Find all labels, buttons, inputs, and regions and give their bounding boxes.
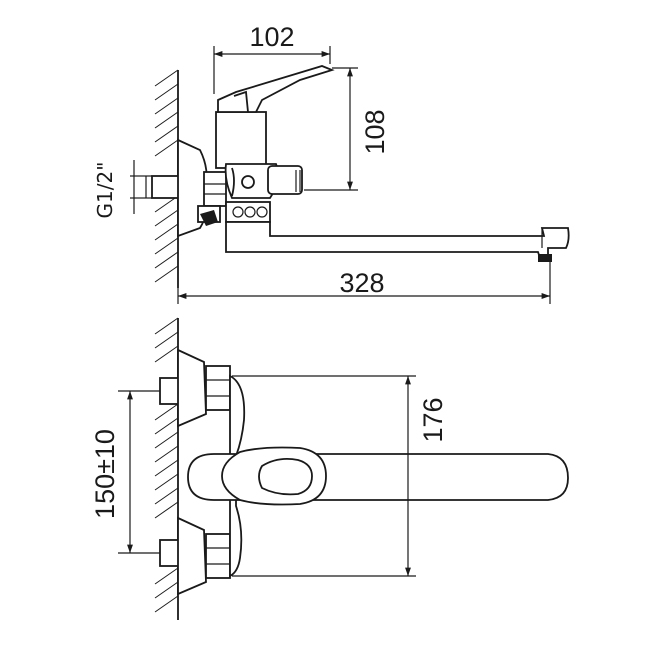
lever-top-view[interactable] [221, 446, 327, 506]
side-view: 102 108 G1/2" 328 [93, 22, 570, 304]
spout[interactable] [225, 221, 570, 262]
dimension-length: 328 [177, 262, 551, 304]
dimension-thread-label: G1/2" [93, 162, 117, 219]
dimension-length-label: 328 [339, 268, 384, 298]
wall-hatching-bottom [154, 317, 179, 620]
front-view: 176 150±10 [90, 317, 569, 620]
dimension-width-label: 102 [249, 22, 294, 52]
mixer-body [215, 111, 303, 223]
mixer-body-front [229, 374, 246, 578]
dimension-height: 108 [304, 67, 390, 191]
dimension-front-height-label: 176 [418, 397, 448, 442]
dimension-front-height: 176 [232, 375, 448, 577]
eccentric-nut [197, 171, 227, 226]
dimension-center-distance: 150±10 [90, 390, 160, 554]
lever-handle[interactable] [217, 65, 335, 113]
dimension-height-label: 108 [360, 109, 390, 154]
lower-connector [159, 516, 231, 596]
dimension-thread: G1/2" [93, 160, 140, 218]
dimension-center-distance-label: 150±10 [90, 429, 120, 519]
dimension-width: 102 [213, 22, 331, 94]
upper-connector [159, 348, 231, 428]
